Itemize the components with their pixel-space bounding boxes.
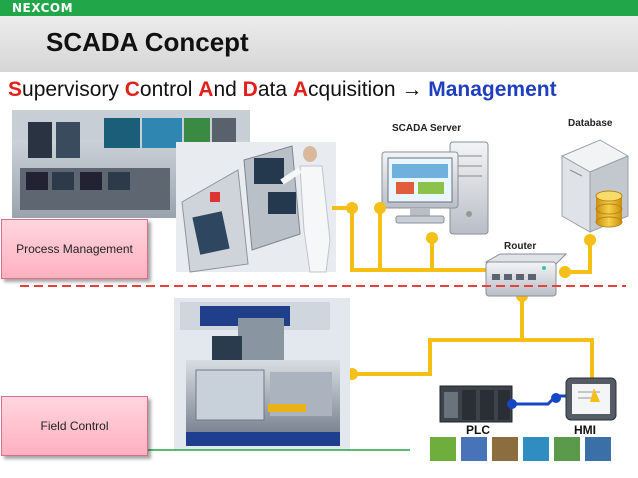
- subtitle-d-rest: ata: [257, 78, 293, 101]
- subtitle-a2-rest: cquisition →: [308, 78, 429, 101]
- scada-server-label: SCADA Server: [392, 123, 462, 134]
- router-label: Router: [504, 241, 537, 252]
- page-title: SCADA Concept: [46, 27, 249, 57]
- nexcom-logo: NEXCOM: [12, 1, 74, 15]
- network-cabling: [332, 206, 594, 378]
- subtitle-a-rest: nd: [213, 78, 243, 101]
- database-label: Database: [568, 118, 613, 129]
- subtitle-s-rest: upervisory: [22, 78, 125, 101]
- operator-photo: [176, 142, 336, 273]
- subtitle-a: A: [198, 78, 214, 101]
- plc-icon: [439, 385, 513, 423]
- hmi-label: HMI: [574, 423, 596, 437]
- title-bar: [0, 16, 638, 72]
- subtitle-d: D: [242, 78, 258, 101]
- subtitle-s: S: [8, 78, 23, 101]
- scada-server-icon: [381, 141, 489, 235]
- field-control-label: Field Control: [1, 396, 148, 456]
- hmi-port: [551, 393, 561, 403]
- subtitle-management: Management: [428, 78, 557, 101]
- plc-label: PLC: [466, 423, 490, 437]
- application-thumbnails: [430, 437, 611, 461]
- process-management-label: Process Management: [1, 219, 148, 279]
- brand-bar: [0, 0, 638, 16]
- subtitle-a2: A: [292, 78, 309, 101]
- machine-photo: [174, 298, 350, 450]
- subtitle-c-rest: ontrol: [139, 78, 199, 101]
- subtitle: Supervisory Control And Data Acquisition…: [8, 78, 557, 102]
- subtitle-c: C: [124, 78, 140, 101]
- hmi-icon: [565, 377, 617, 421]
- plc-port: [507, 399, 517, 409]
- database-icon: [560, 139, 630, 233]
- router-icon: [484, 253, 568, 297]
